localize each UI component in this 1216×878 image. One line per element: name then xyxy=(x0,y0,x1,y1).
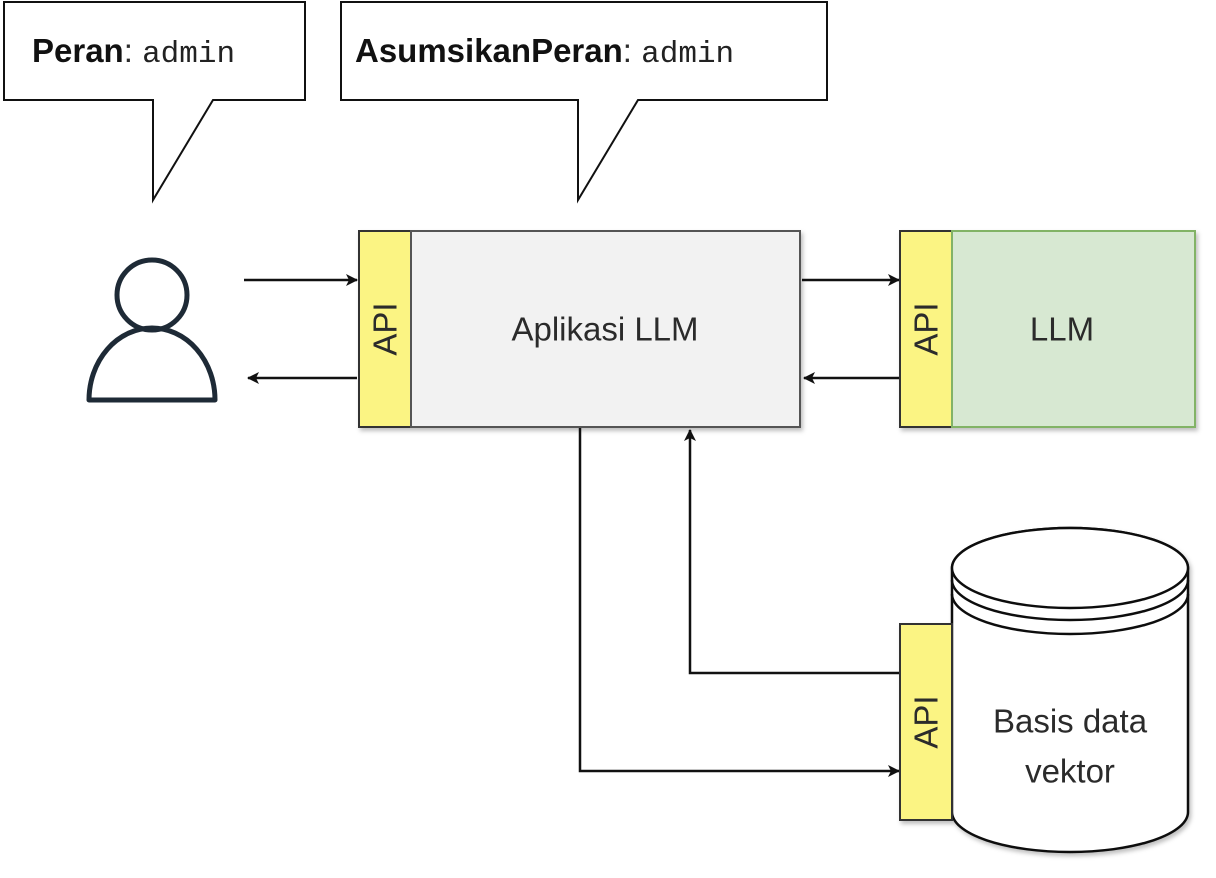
db-label-line1: Basis data xyxy=(993,703,1148,740)
vector-db-ring-1 xyxy=(950,579,1190,622)
arrow-app-to-db xyxy=(578,428,900,777)
llm-node xyxy=(899,230,1196,428)
arrow-db-to-app xyxy=(684,429,899,675)
vector-db-node xyxy=(899,526,1190,854)
app-api-label: API xyxy=(367,302,404,355)
callout-assume-role-bubble xyxy=(340,1,828,204)
user-icon xyxy=(86,257,218,403)
callout-role-key: Peran xyxy=(32,32,124,69)
callout-assume-role-text: AsumsikanPeran: admin xyxy=(355,32,734,72)
llm-api-label: API xyxy=(908,302,945,355)
llm-label: LLM xyxy=(1030,311,1094,348)
callout-role: Peran: admin xyxy=(3,1,306,204)
app-node xyxy=(358,230,801,428)
callout-assume-role-separator: : xyxy=(623,32,641,69)
llm-box xyxy=(951,230,1196,428)
app-box xyxy=(410,230,801,428)
app-label: Aplikasi LLM xyxy=(511,311,698,348)
callout-assume-role: AsumsikanPeran: admin xyxy=(340,1,828,204)
db-label-line2: vektor xyxy=(1025,753,1115,790)
callout-role-bubble xyxy=(3,1,306,204)
db-api-label: API xyxy=(908,695,945,748)
callout-assume-role-key: AsumsikanPeran xyxy=(355,32,623,69)
db-api-strip xyxy=(899,623,953,821)
vector-db-ring-2 xyxy=(950,593,1190,636)
app-api-strip xyxy=(358,230,412,428)
callout-role-text: Peran: admin xyxy=(32,32,235,72)
callout-role-value: admin xyxy=(142,37,235,72)
callout-assume-role-value: admin xyxy=(641,37,734,72)
callout-role-separator: : xyxy=(124,32,142,69)
vector-db-top xyxy=(950,526,1190,610)
